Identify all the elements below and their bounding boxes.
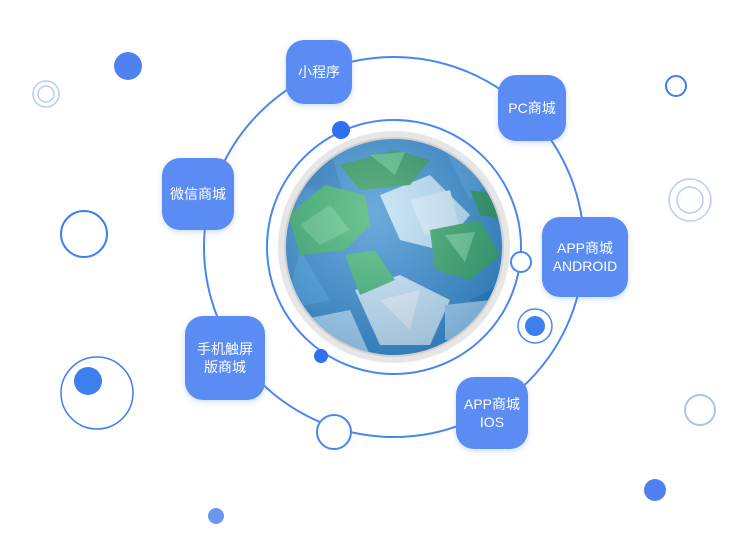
decor-ring-1 — [32, 80, 60, 108]
node-mini-program-label: 小程序 — [298, 64, 340, 80]
inner-orbit — [266, 119, 522, 375]
orbit-target-right-dot — [525, 316, 545, 336]
node-wechat-mall-label: 微信商城 — [170, 186, 226, 202]
decor-ring-1-inner — [37, 85, 55, 103]
decor-dot-2 — [74, 367, 102, 395]
node-app-android[interactable]: APP商城 ANDROID — [542, 217, 628, 297]
decor-ring-5 — [668, 178, 712, 222]
decor-dot-1 — [114, 52, 142, 80]
node-pc-mall-label: PC商城 — [508, 100, 556, 116]
orbit-ring-bottom — [316, 414, 352, 450]
decor-ring-6 — [684, 394, 716, 426]
decor-ring-3 — [60, 356, 134, 430]
orbit-ring-right — [510, 251, 532, 273]
decor-ring-5-inner — [676, 186, 704, 214]
node-wechat-mall[interactable]: 微信商城 — [162, 158, 234, 230]
node-mobile-touch-label: 手机触屏 版商城 — [197, 341, 253, 375]
node-pc-mall[interactable]: PC商城 — [498, 75, 566, 141]
decor-ring-4 — [665, 75, 687, 97]
node-app-android-label: APP商城 ANDROID — [552, 240, 618, 274]
node-app-ios[interactable]: APP商城 IOS — [456, 377, 528, 449]
orbit-dot-top — [332, 121, 350, 139]
node-mini-program[interactable]: 小程序 — [286, 40, 352, 104]
node-mobile-touch[interactable]: 手机触屏 版商城 — [185, 316, 265, 400]
decor-ring-2 — [60, 210, 108, 258]
globe-icon — [278, 131, 510, 363]
decor-dot-4 — [644, 479, 666, 501]
orbit-dot-bottom — [314, 349, 328, 363]
node-app-ios-label: APP商城 IOS — [463, 396, 520, 430]
decor-dot-3 — [208, 508, 224, 524]
